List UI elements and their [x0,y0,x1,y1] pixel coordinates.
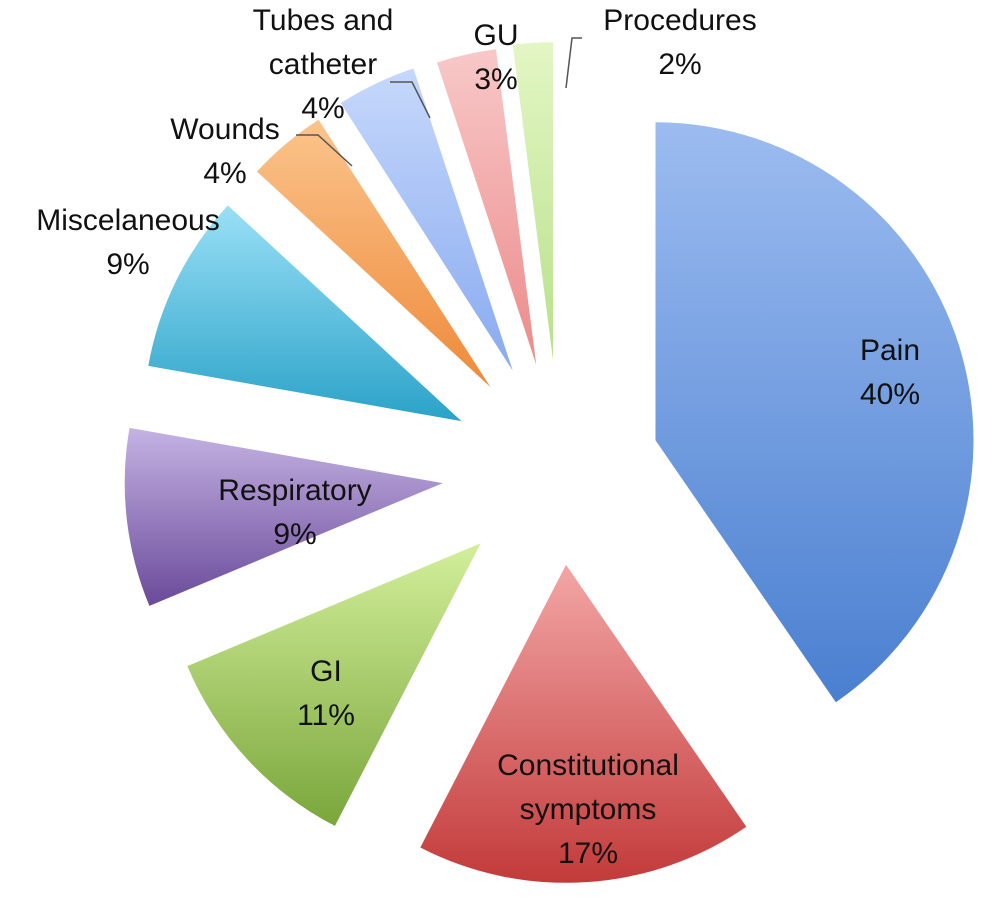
pie-slice-gu [436,49,537,365]
leader-line-procedures [565,37,582,89]
pie-slice-wounds [256,119,491,388]
leader-lines [296,37,582,167]
pie-slice-gi [187,543,481,826]
pie-slice-pain [655,122,974,703]
pie-slice-constitutional-symptoms [420,564,747,883]
leader-line-wounds [296,134,353,167]
leader-line-tubes-and-catheter [390,81,431,119]
pie-slice-miscelaneous [148,205,462,422]
pie-slice-tubes-and-catheter [340,68,513,371]
slices-layer [124,42,974,883]
pie-slice-procedures [512,42,554,361]
pie-slice-respiratory [124,427,443,606]
